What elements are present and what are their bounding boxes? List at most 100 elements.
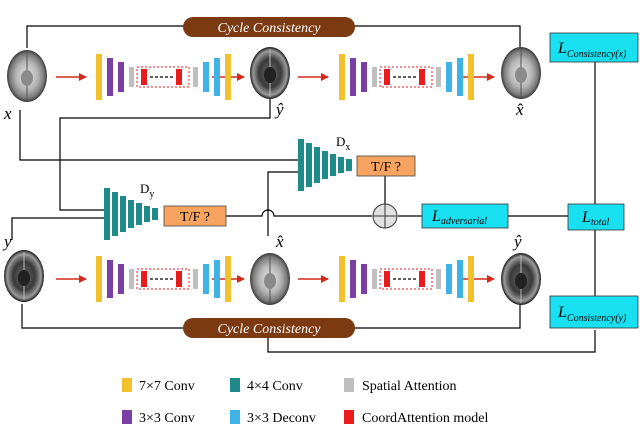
coordattention-block xyxy=(141,271,147,287)
spatial-attention-block xyxy=(372,67,377,87)
conv7x7-block xyxy=(468,54,474,100)
conv7x7-block xyxy=(96,54,102,100)
loss-consistency-x: LConsistency(x) xyxy=(549,32,639,63)
conv4x4-block xyxy=(104,188,110,240)
deconv3x3-block xyxy=(457,260,463,298)
y-to-dy-line xyxy=(11,217,107,240)
spatial-attention-block xyxy=(436,67,441,87)
conv7x7-block xyxy=(225,54,231,100)
conv3x3-block xyxy=(350,58,356,96)
conv3x3-block xyxy=(350,260,356,298)
conv4x4-block xyxy=(144,206,150,222)
legend-swatch xyxy=(230,378,240,392)
coordattention-frame xyxy=(136,268,190,290)
brain-xhat-top xyxy=(501,47,541,99)
connector-lines xyxy=(11,25,596,353)
xhat-to-dx-line xyxy=(267,171,300,236)
svg-text:Ltotal: Ltotal xyxy=(581,209,609,228)
conv3x3-block xyxy=(118,264,124,294)
loss-adversarial: Ladversarial xyxy=(421,203,509,229)
brain-yhat-top xyxy=(250,47,290,99)
legend: 7×7 Conv 4×4 Conv Spatial Attention 3×3 … xyxy=(122,378,488,426)
deconv3x3-block xyxy=(203,62,209,92)
conv3x3-block xyxy=(107,58,113,96)
cycle-pill-bottom: Cycle Consistency xyxy=(183,318,355,338)
svg-text:Dy: Dy xyxy=(140,181,154,200)
conv4x4-block xyxy=(346,159,352,171)
legend-label: 3×3 Conv xyxy=(139,411,195,426)
conv7x7-block xyxy=(339,256,345,302)
label-xhat-bottom: x̂ xyxy=(275,232,284,251)
bottom-loop-line xyxy=(267,330,596,353)
brain-xhat-bottom xyxy=(250,253,290,305)
image-labels: x ŷ x̂ y x̂ ŷ xyxy=(2,100,524,251)
conv3x3-block xyxy=(361,264,367,294)
loss-cy-main: L xyxy=(557,304,567,321)
x-to-dx-line xyxy=(19,110,300,161)
spatial-attention-block xyxy=(193,269,198,289)
conv4x4-block xyxy=(298,139,304,191)
label-xhat-top: x̂ xyxy=(515,100,524,119)
loss-cx-main: L xyxy=(557,40,567,57)
label-dx-sub: x xyxy=(345,142,350,153)
spatial-attention-block xyxy=(372,269,377,289)
deconv3x3-block xyxy=(446,264,452,294)
conv4x4-block xyxy=(338,157,344,173)
loss-total-sub: total xyxy=(591,217,610,228)
loss-adv-main: L xyxy=(431,208,441,225)
conv7x7-block xyxy=(96,256,102,302)
conv4x4-block xyxy=(314,147,320,183)
legend-item-spatial-attention: Spatial Attention xyxy=(344,378,457,394)
conv7x7-block xyxy=(468,256,474,302)
label-y: y xyxy=(2,232,12,251)
conv4x4-block xyxy=(120,196,126,232)
coordattention-block xyxy=(176,271,182,287)
legend-swatch xyxy=(344,410,354,424)
loss-total: Ltotal xyxy=(567,203,625,231)
discriminator-labels: Dx Dy xyxy=(140,134,350,200)
legend-label: 4×4 Conv xyxy=(247,379,303,394)
coordattention-block xyxy=(176,69,182,85)
generator-bottom-1 xyxy=(96,256,231,302)
svg-text:Dx: Dx xyxy=(336,134,350,153)
coordattention-block xyxy=(141,69,147,85)
legend-item-3x3-deconv: 3×3 Deconv xyxy=(230,410,316,426)
svg-text:LConsistency(y): LConsistency(y) xyxy=(557,304,627,324)
deconv3x3-block xyxy=(203,264,209,294)
loss-cy-sub: Consistency(y) xyxy=(567,313,627,324)
conv4x4-block xyxy=(112,192,118,236)
spatial-attention-block xyxy=(193,67,198,87)
conv3x3-block xyxy=(107,260,113,298)
conv4x4-block xyxy=(136,203,142,225)
conv4x4-block xyxy=(306,143,312,187)
conv4x4-block xyxy=(128,200,134,228)
deconv3x3-block xyxy=(457,58,463,96)
legend-label: 3×3 Deconv xyxy=(247,411,316,426)
loss-total-main: L xyxy=(581,209,591,226)
label-dy: D xyxy=(140,181,149,196)
tf-box-dx: T/F ? xyxy=(356,155,416,177)
cycle-label-top: Cycle Consistency xyxy=(217,21,321,36)
tfy-to-adv-line xyxy=(226,209,372,217)
conv3x3-block xyxy=(118,62,124,92)
legend-item-4x4-conv: 4×4 Conv xyxy=(230,378,303,394)
coordattention-frame xyxy=(136,66,190,88)
deconv3x3-block xyxy=(214,58,220,96)
flow-arrows xyxy=(56,73,495,283)
spatial-attention-block xyxy=(436,269,441,289)
loss-adv-sub: adversarial xyxy=(441,216,487,227)
loss-cx-sub: Consistency(x) xyxy=(567,49,627,60)
svg-text:LConsistency(x): LConsistency(x) xyxy=(557,40,627,60)
generator-group xyxy=(96,54,474,302)
legend-swatch xyxy=(122,378,132,392)
spatial-attention-block xyxy=(129,269,134,289)
brain-y-bottom xyxy=(4,250,44,302)
label-yhat-top: ŷ xyxy=(274,100,284,119)
label-dx: D xyxy=(336,134,345,149)
loss-consistency-y: LConsistency(y) xyxy=(549,295,639,329)
tf-box-dy: T/F ? xyxy=(163,205,227,227)
coordattention-block xyxy=(419,271,425,287)
generator-top-2 xyxy=(339,54,474,100)
